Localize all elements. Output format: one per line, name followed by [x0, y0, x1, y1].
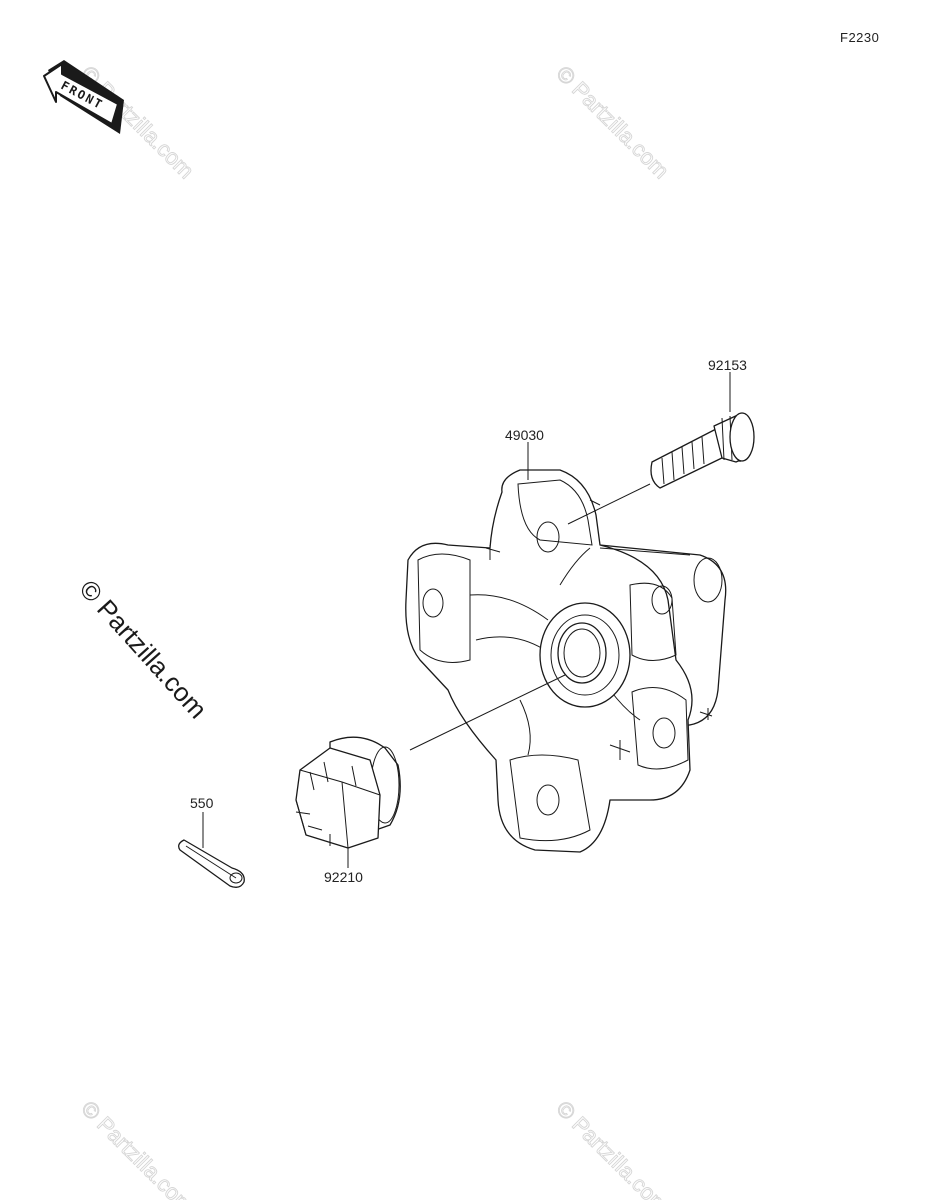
- watermark-top-left: © Partzilla.com: [76, 61, 199, 184]
- castle-nut-92210: [295, 736, 401, 849]
- watermark-bottom-left: © Partzilla.com: [76, 1096, 199, 1200]
- front-arrow-icon: FRONT: [43, 60, 124, 134]
- hub-49030: [405, 469, 727, 853]
- part-label-550: 550: [190, 795, 214, 811]
- watermark-main: © Partzilla.com: [74, 574, 214, 724]
- figure-code: F2230: [840, 30, 880, 45]
- watermark-bottom-right: © Partzilla.com: [551, 1096, 674, 1200]
- part-labels: 92153 49030 550 92210: [190, 357, 747, 885]
- part-label-92153: 92153: [708, 357, 747, 373]
- stud-bolt-92153: [650, 412, 755, 489]
- part-label-49030: 49030: [505, 427, 544, 443]
- watermark-top-right: © Partzilla.com: [551, 61, 674, 184]
- cotter-pin-550: [178, 839, 245, 888]
- part-label-92210: 92210: [324, 869, 363, 885]
- leader-lines: [202, 372, 731, 868]
